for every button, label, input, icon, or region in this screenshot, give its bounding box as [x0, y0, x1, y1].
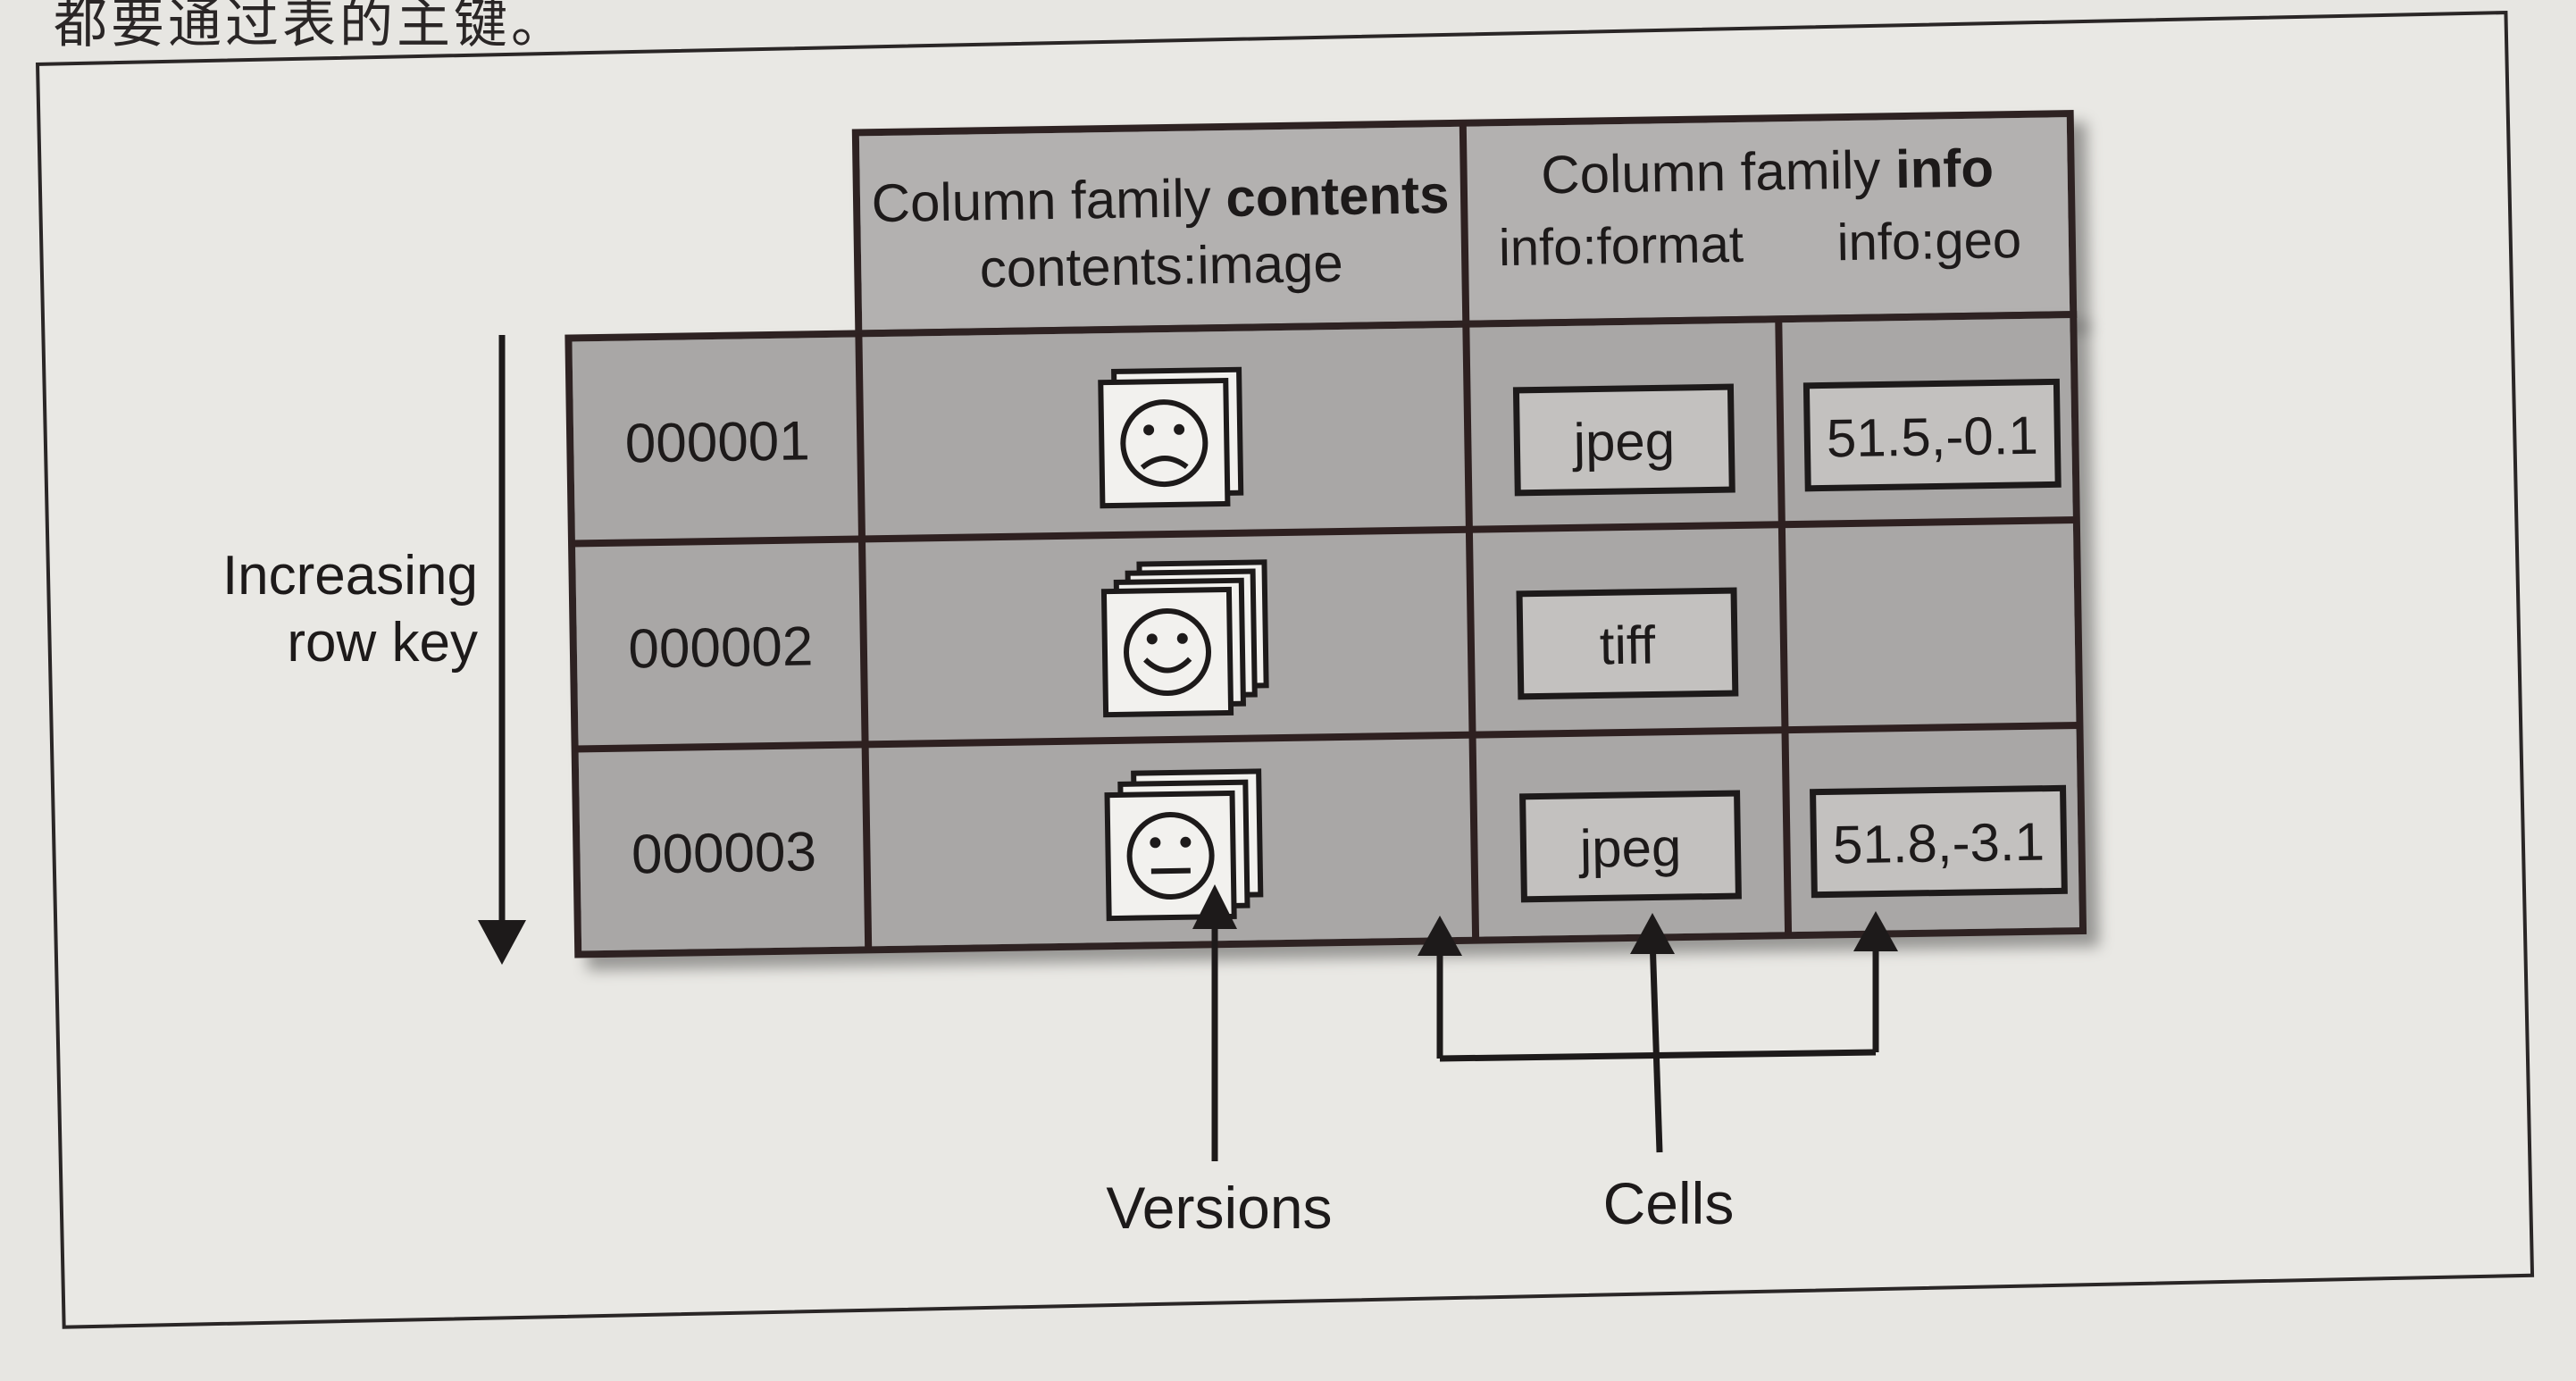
- table-group: Column family contents contents:image Co…: [565, 110, 2087, 958]
- cf-info-qualifier-format: info:format: [1498, 215, 1744, 277]
- cells-label: Cells: [1603, 1170, 1735, 1236]
- divider-row1: [571, 516, 2077, 548]
- row-key-1: 000001: [624, 410, 810, 474]
- format-cell-2: [1516, 587, 1739, 700]
- format-cell-1: [1512, 383, 1735, 497]
- geo-value-1: 51.5,-0.1: [1826, 406, 2038, 469]
- image-stack-row2: [1100, 559, 1269, 718]
- divider-contents: [1462, 323, 1480, 941]
- cf-info-title: Column family info: [1541, 138, 1995, 205]
- divider-rowkey: [855, 333, 873, 950]
- row-key-arrow: [478, 335, 526, 965]
- row-key-3: 000003: [631, 821, 817, 885]
- cf-contents-qualifier: contents:image: [979, 233, 1343, 298]
- format-cell-3: [1519, 790, 1742, 903]
- page-top-text: 都要通过表的主键。: [54, 0, 568, 55]
- geo-cell-3: [1810, 784, 2068, 899]
- divider-row2: [574, 722, 2080, 753]
- cells-arrows: [1418, 911, 1898, 1153]
- versions-label: Versions: [1106, 1175, 1332, 1241]
- row-key-label-line1: Increasing: [222, 545, 478, 607]
- row-key-2: 000002: [628, 615, 814, 680]
- format-value-3: jpeg: [1577, 817, 1681, 879]
- happy-face-icon: [1124, 608, 1212, 697]
- neutral-face-icon: [1126, 812, 1215, 900]
- image-stack-row3: [1104, 768, 1264, 922]
- divider-info: [1775, 319, 1793, 936]
- row-key-label-line2: row key: [287, 612, 478, 674]
- sad-face-icon: [1120, 399, 1209, 488]
- cf-contents-title: Column family contents: [871, 164, 1450, 233]
- header-divider: [1459, 122, 1470, 324]
- cf-info-qualifier-geo: info:geo: [1836, 211, 2021, 272]
- versions-arrow: [1192, 884, 1237, 1161]
- format-value-1: jpeg: [1571, 411, 1675, 473]
- image-stack-row1: [1098, 366, 1244, 509]
- geo-value-3: 51.8,-3.1: [1833, 812, 2045, 875]
- format-value-2: tiff: [1599, 615, 1656, 675]
- geo-cell-1: [1802, 378, 2062, 492]
